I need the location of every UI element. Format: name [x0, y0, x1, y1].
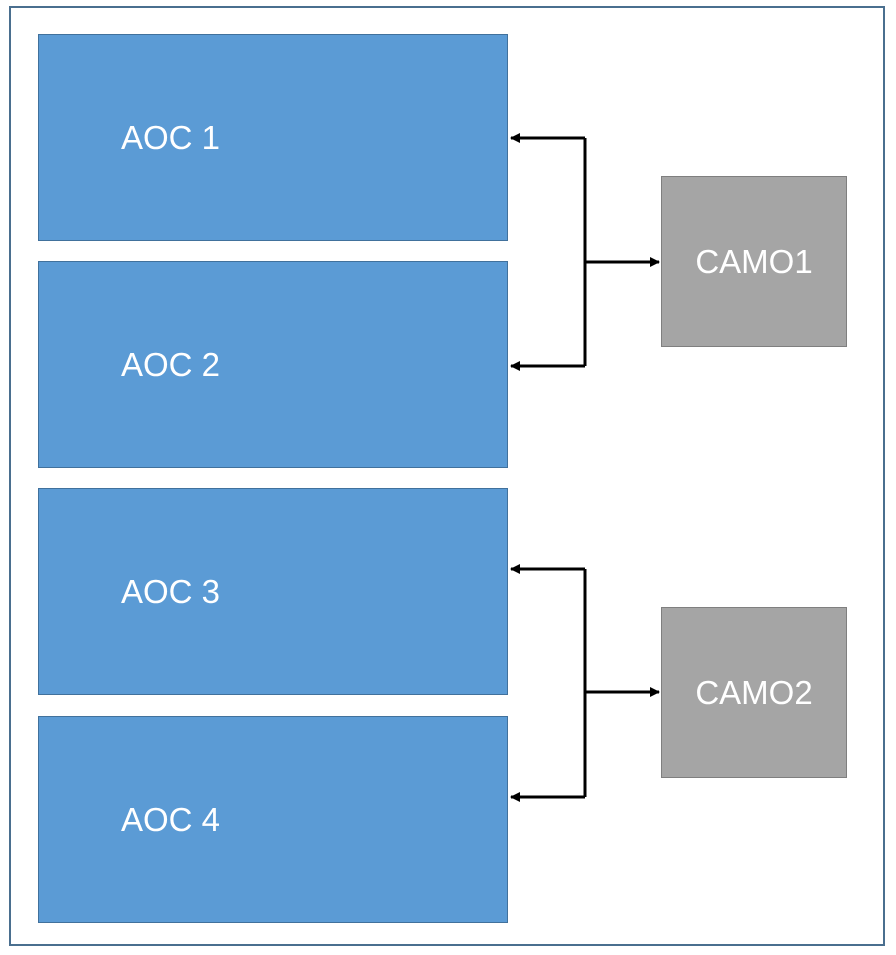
aoc-2-box: AOC 2 [38, 261, 508, 468]
aoc-2-label: AOC 2 [121, 345, 221, 383]
camo-1-box: CAMO1 [661, 176, 847, 347]
camo-1-label: CAMO1 [695, 242, 813, 280]
aoc-3-box: AOC 3 [38, 488, 508, 695]
camo-2-label: CAMO2 [695, 673, 813, 711]
aoc-4-label: AOC 4 [121, 800, 221, 838]
aoc-3-label: AOC 3 [121, 572, 221, 610]
diagram-frame [9, 6, 885, 946]
camo-2-box: CAMO2 [661, 607, 847, 778]
aoc-4-box: AOC 4 [38, 716, 508, 923]
aoc-1-label: AOC 1 [121, 118, 221, 156]
aoc-1-box: AOC 1 [38, 34, 508, 241]
